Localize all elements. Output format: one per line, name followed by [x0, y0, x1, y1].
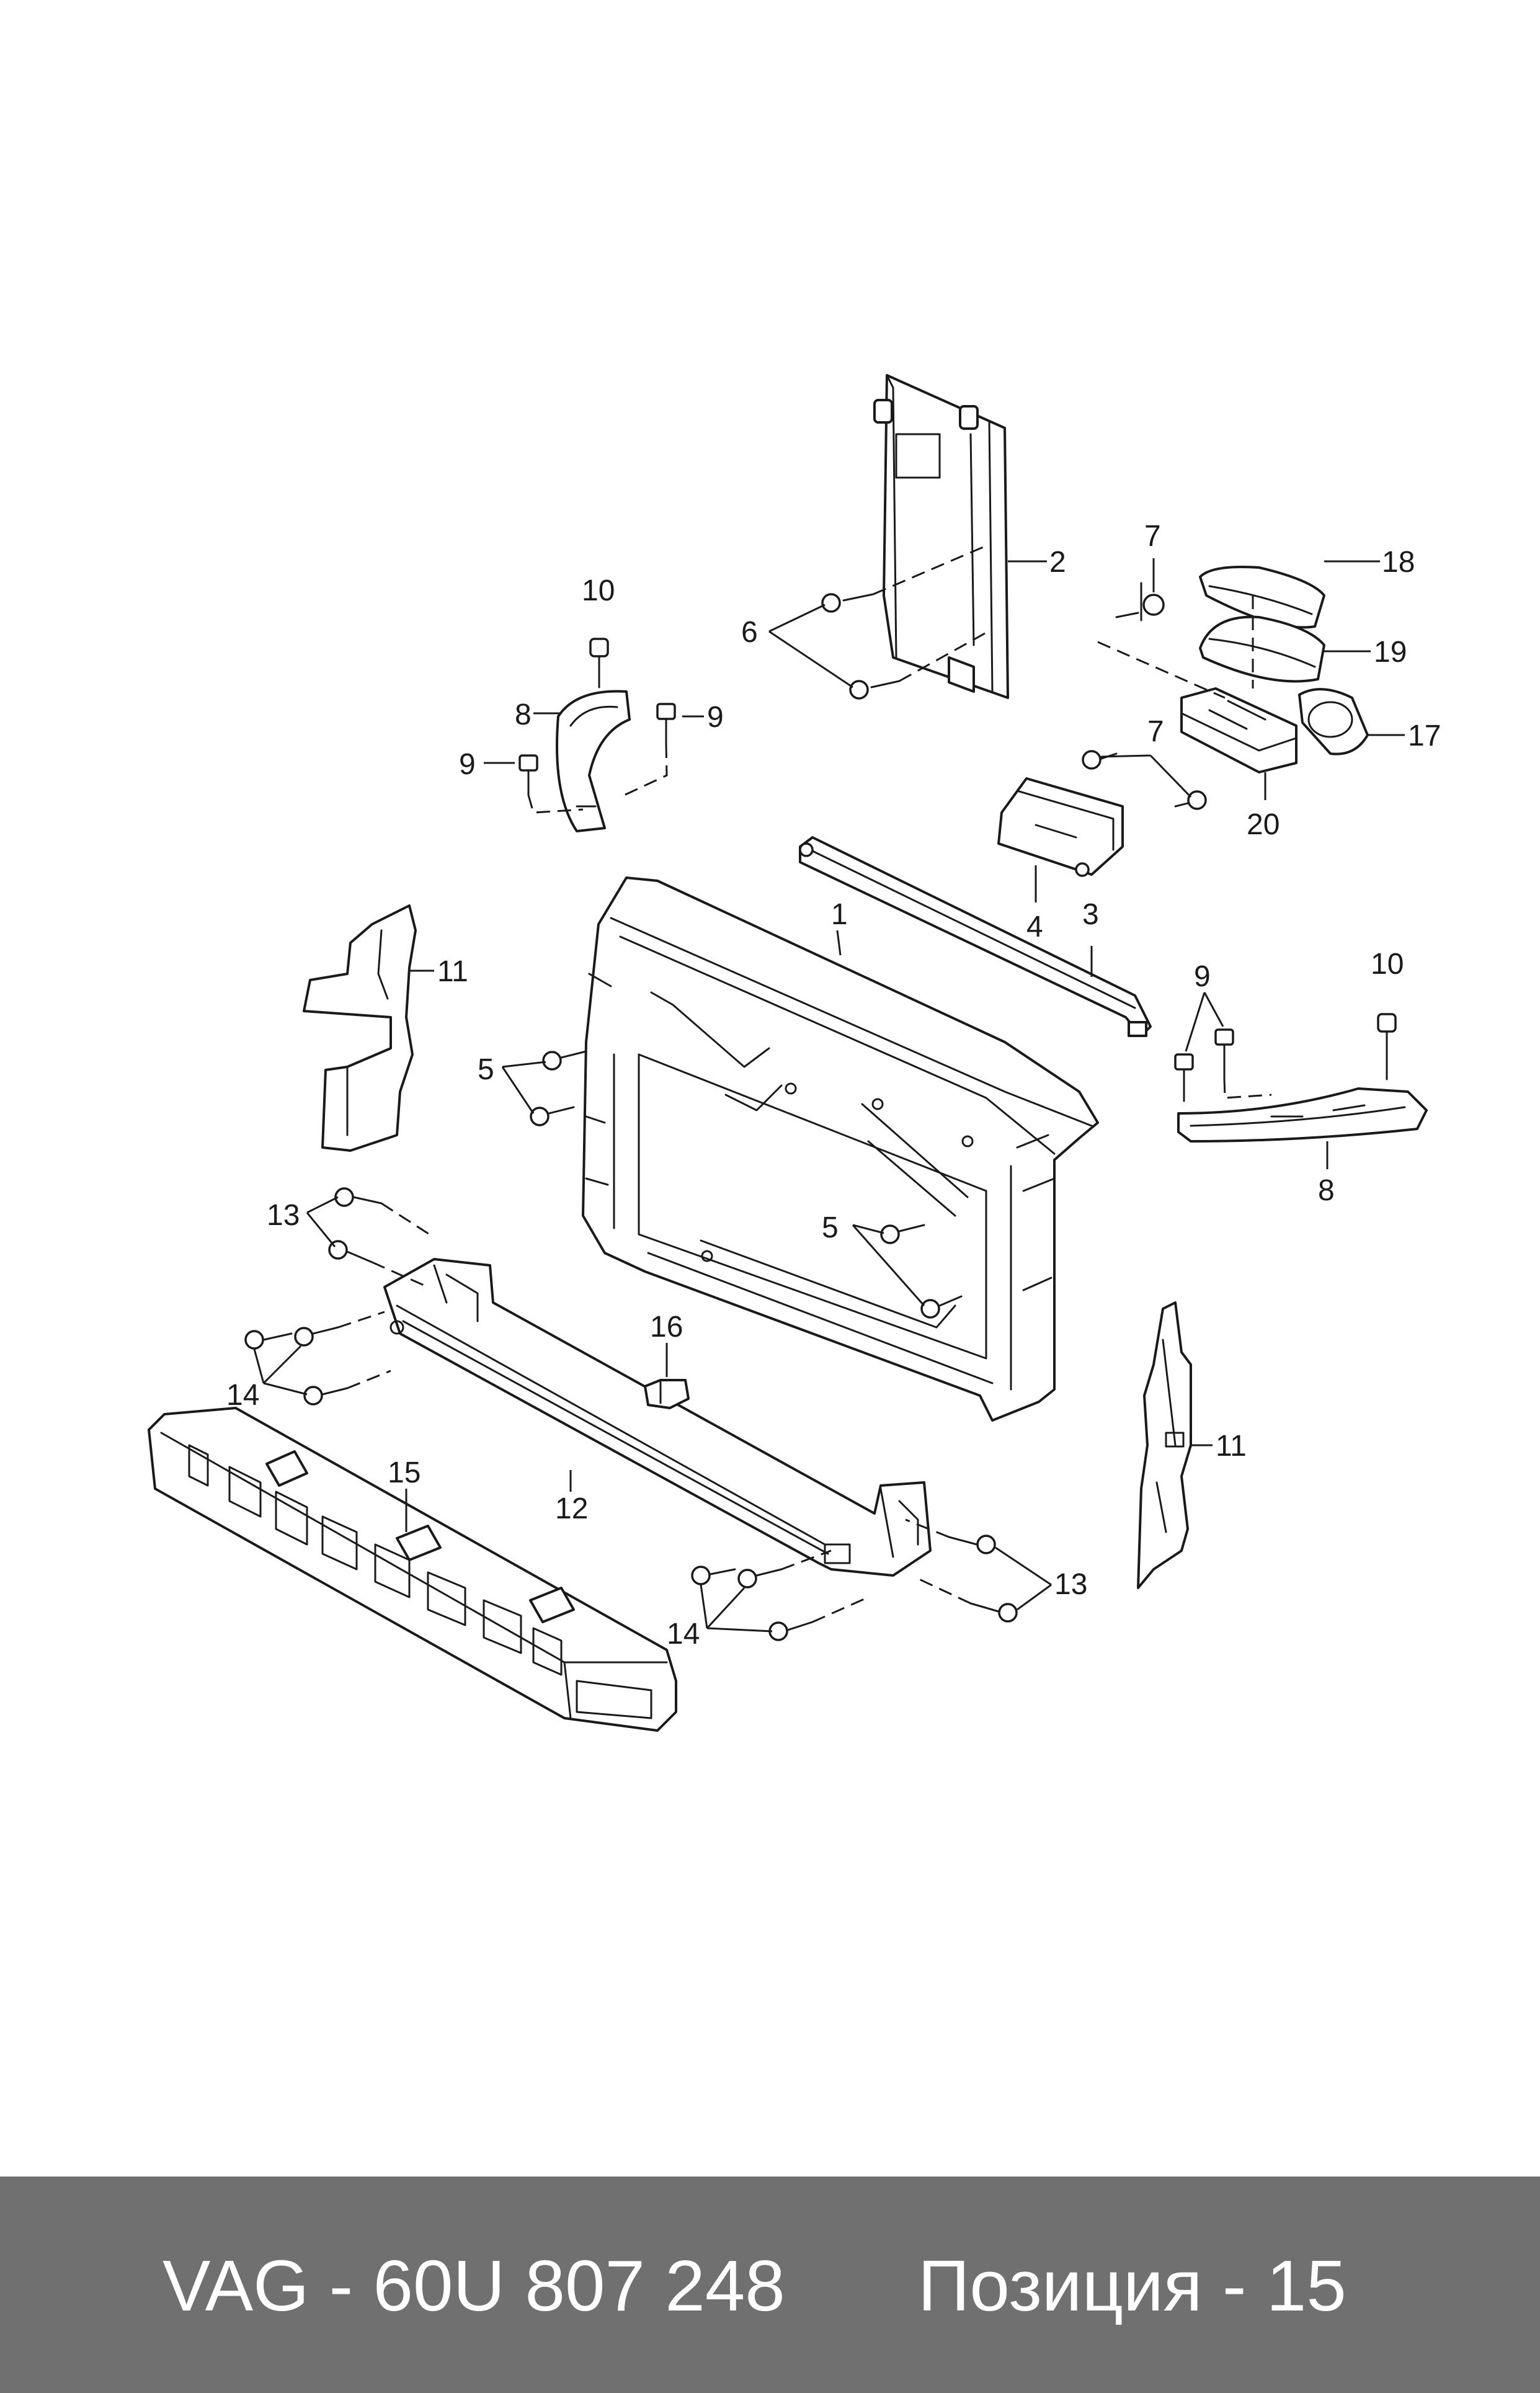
callout-10-left: 10	[582, 574, 615, 607]
footer-bar: VAG - 60U 807 248 Позиция - 15	[0, 2177, 1540, 2393]
callout-8-right: 8	[1318, 1174, 1335, 1207]
parts-diagram: 2 6 18 19 17 20 7	[148, 374, 1441, 1732]
callout-18: 18	[1382, 546, 1415, 579]
part-4-bracket	[997, 777, 1124, 877]
part-5-screws-upper	[530, 1050, 587, 1126]
part-11-air-guide-right	[1137, 1301, 1192, 1589]
callout-17: 17	[1408, 720, 1441, 752]
callout-2: 2	[1049, 546, 1066, 579]
callout-16: 16	[650, 1311, 683, 1344]
callout-12: 12	[555, 1492, 588, 1525]
part-9-bolts-right	[1174, 1028, 1234, 1102]
part-19-duct-housing	[1199, 615, 1325, 683]
callout-9-right: 9	[1194, 960, 1211, 993]
callout-15: 15	[388, 1456, 421, 1489]
part-10-nut-right	[1377, 1013, 1397, 1081]
callout-3: 3	[1082, 898, 1099, 931]
part-2-air-guide-panel	[873, 374, 1009, 699]
callout-19: 19	[1374, 636, 1407, 669]
part-7-screw-top	[1115, 582, 1165, 622]
callout-1: 1	[831, 898, 848, 931]
part-9-bolt-left-a	[519, 754, 538, 796]
part-number-label: VAG - 60U 807 248	[162, 2245, 785, 2326]
part-3-cross-strip	[799, 836, 1152, 1037]
callout-7-lower: 7	[1147, 715, 1164, 748]
callout-11-right: 11	[1216, 1430, 1247, 1463]
callout-14-right: 14	[667, 1618, 700, 1651]
part-1-lock-carrier	[582, 876, 1099, 1422]
callout-9-left-a: 9	[459, 748, 476, 781]
part-12-cross-beam	[383, 1258, 932, 1577]
part-17-funnel	[1298, 688, 1369, 755]
part-9-bolt-left-b	[656, 703, 676, 746]
callout-6: 6	[741, 616, 758, 649]
callout-10-right: 10	[1371, 948, 1404, 981]
callout-5-lower: 5	[822, 1211, 839, 1244]
part-16-clip	[644, 1379, 690, 1409]
callout-5-upper: 5	[478, 1053, 494, 1086]
part-11-air-guide-left	[303, 904, 417, 1152]
part-13-bolts-right	[948, 1535, 1018, 1623]
callout-11-left: 11	[437, 955, 468, 988]
callout-4: 4	[1026, 911, 1043, 943]
callout-13-left: 13	[267, 1199, 300, 1232]
callout-20: 20	[1247, 808, 1280, 841]
callout-7-upper: 7	[1144, 520, 1161, 553]
callout-8-left: 8	[515, 698, 532, 731]
part-14-bolts-right	[691, 1566, 814, 1641]
callout-9-left-b: 9	[707, 701, 724, 734]
part-6-screw-lower	[849, 680, 901, 700]
part-8-bracket-left	[556, 690, 631, 832]
part-10-nut-left	[589, 638, 609, 688]
part-14-bolts-left	[244, 1326, 349, 1406]
part-15-energy-absorber	[148, 1407, 677, 1732]
part-20-duct-channel	[1180, 687, 1297, 773]
position-label: Позиция - 15	[918, 2245, 1346, 2326]
part-5-screws-lower	[880, 1224, 963, 1319]
part-8-bracket-right	[1177, 1087, 1428, 1143]
callout-13-right: 13	[1054, 1568, 1087, 1601]
callout-14-left: 14	[226, 1379, 259, 1412]
part-13-bolts-left	[328, 1187, 383, 1263]
part-6-screw-upper	[821, 593, 875, 613]
